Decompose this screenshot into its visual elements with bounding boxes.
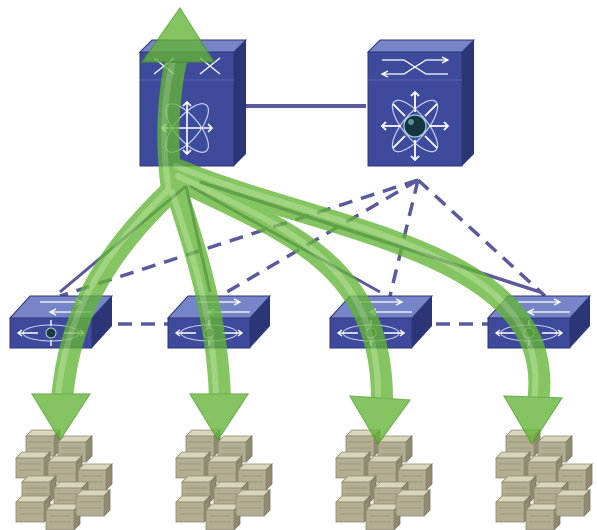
arrowhead-cluster-2: [188, 393, 250, 442]
arrowhead-cluster-1: [30, 393, 92, 442]
arrowhead-up: [140, 6, 216, 63]
core-right-to-access-4-link: [416, 178, 547, 298]
server-stack-icon: [176, 430, 272, 530]
core-right-to-access-1-link: [59, 178, 419, 298]
server-cluster-3[interactable]: [336, 430, 432, 530]
server-stack-icon: [496, 430, 592, 530]
server-cluster-2[interactable]: [176, 430, 272, 530]
server-stack-icon: [16, 430, 112, 530]
core-switch-right[interactable]: [366, 39, 476, 167]
flow-arrow-cluster-1: [51, 179, 183, 411]
arrowhead-cluster-3: [348, 395, 412, 446]
flow-arrow-cluster-2: [165, 179, 231, 411]
arrowhead-cluster-4: [502, 395, 564, 446]
core-switch-left[interactable]: [138, 39, 248, 167]
multilayer-switch-icon: [380, 56, 450, 162]
server-cluster-row: [16, 430, 592, 530]
flow-arrow-cluster-3: [169, 169, 394, 415]
server-cluster-1[interactable]: [16, 430, 112, 530]
core-right-to-access-2-link: [219, 178, 419, 298]
server-cluster-4[interactable]: [496, 430, 592, 530]
traffic-flow-arrows: [30, 6, 564, 446]
flow-arrow-cluster-4: [167, 159, 551, 413]
server-stack-icon: [336, 430, 432, 530]
